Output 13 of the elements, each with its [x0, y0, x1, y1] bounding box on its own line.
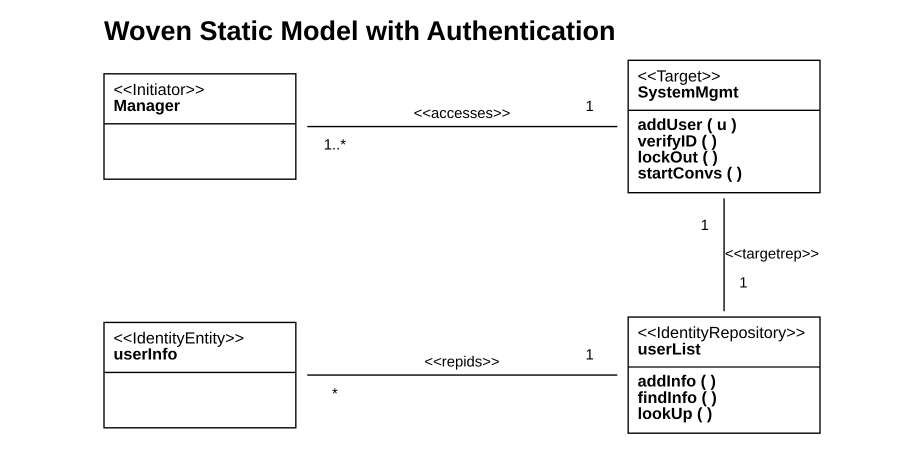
- connector: [306, 374, 617, 376]
- label: 1..*: [323, 137, 346, 154]
- connector: [722, 198, 724, 311]
- diagram-title: Woven Static Model with Authentication: [104, 16, 616, 46]
- label: *: [332, 386, 338, 402]
- label: 1: [738, 274, 748, 291]
- edge-label: <<accesses>>: [413, 106, 510, 122]
- edge-label: <<repids>>: [424, 354, 500, 370]
- label: 1: [700, 217, 708, 234]
- label: 1: [585, 347, 594, 364]
- edge-label: <<targetrep>>: [724, 246, 819, 262]
- label: 1: [585, 98, 594, 114]
- connector: [306, 125, 617, 127]
